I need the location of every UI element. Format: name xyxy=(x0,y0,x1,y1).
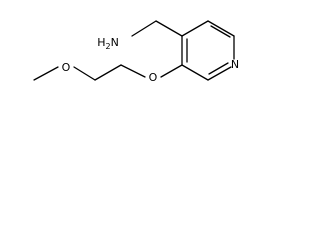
ring-nitrogen-label: N xyxy=(231,58,239,71)
bond-c4-c5 xyxy=(181,20,209,37)
bond-ch2-nh2 xyxy=(131,20,157,37)
chemical-structure-diagram: H2N O O N xyxy=(33,20,239,84)
chain-oxygen-label: O xyxy=(62,61,71,74)
ring-oxygen-label: O xyxy=(149,71,158,84)
bond-c4-ch2 xyxy=(155,20,183,37)
bond-ch2-o xyxy=(73,66,96,81)
bond-c2-c3 xyxy=(181,64,209,81)
bond-n1-c2 xyxy=(207,66,232,81)
bond-ch2-ch2 xyxy=(94,64,122,81)
methoxyethoxy-group xyxy=(33,64,183,81)
bond-o-ch3 xyxy=(33,66,59,81)
bond-o-ch2 xyxy=(120,64,146,78)
bond-c6-c5-inner xyxy=(210,25,231,38)
bond-c5-c6 xyxy=(207,20,235,37)
amine-label: H2N xyxy=(97,36,119,51)
bond-c3-o xyxy=(160,64,183,78)
aminomethyl-group xyxy=(131,20,183,37)
bond-n1-c2-inner xyxy=(208,62,229,75)
pyridine-ring xyxy=(181,20,235,81)
